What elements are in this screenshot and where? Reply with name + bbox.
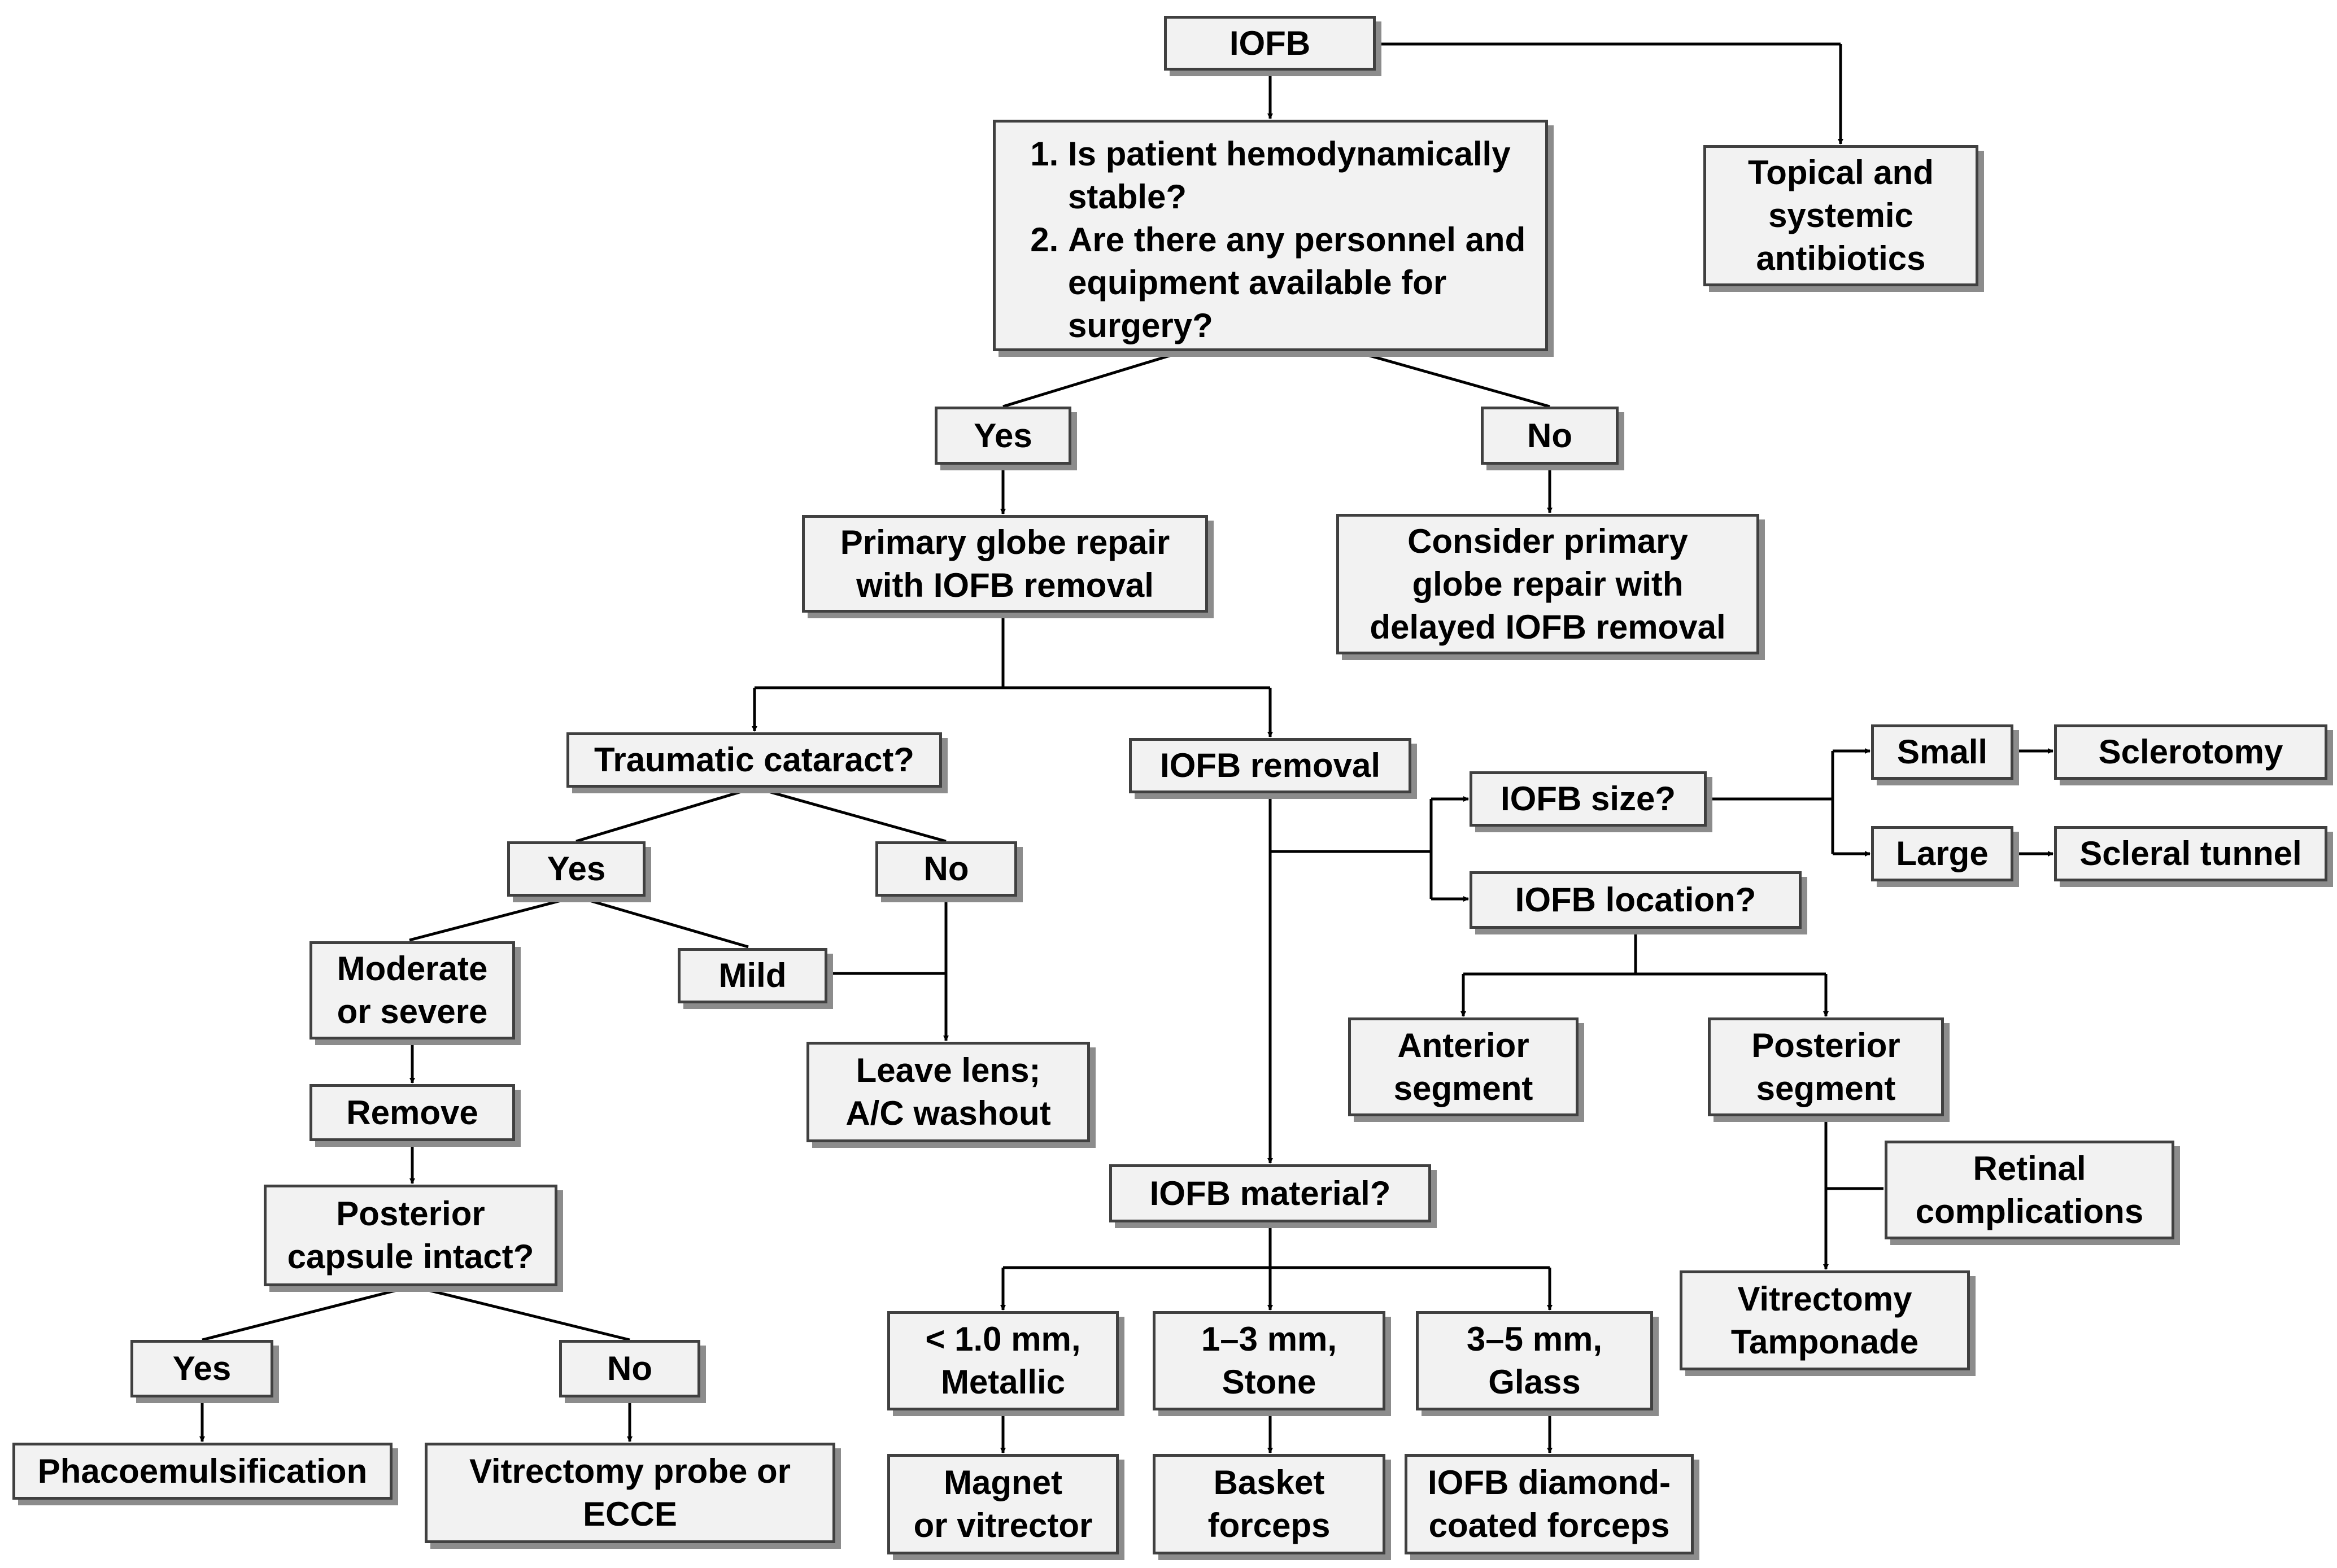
cataract-no-label: No: [923, 850, 969, 888]
moderate-severe-node: Moderate or severe: [309, 941, 515, 1039]
question-stability: Is patient hemodynamically stable?: [1068, 133, 1545, 219]
large-label: Large: [1896, 835, 1989, 872]
traumatic-cataract-node: Traumatic cataract?: [566, 732, 942, 788]
question-personnel: Are there any personnel and equipment av…: [1068, 219, 1545, 347]
diamond-forceps-node: IOFB diamond- coated forceps: [1405, 1454, 1694, 1554]
vitrectomy-tamponade-node: Vitrectomy Tamponade: [1680, 1270, 1970, 1370]
iofb-location-node: IOFB location?: [1470, 871, 1802, 929]
anterior-segment-label: Anterior segment: [1393, 1026, 1533, 1107]
iofb-location-label: IOFB location?: [1515, 881, 1756, 919]
capsule-no-node: No: [559, 1340, 700, 1397]
mild-node: Mild: [678, 948, 827, 1003]
cataract-yes-node: Yes: [507, 841, 646, 897]
delayed-repair-node: Consider primary globe repair with delay…: [1336, 514, 1759, 654]
cataract-yes-label: Yes: [547, 850, 606, 888]
traumatic-cataract-label: Traumatic cataract?: [594, 741, 914, 779]
phaco-node: Phacoemulsification: [12, 1443, 393, 1500]
vitrectomy-tamponade-label: Vitrectomy Tamponade: [1730, 1279, 1919, 1361]
iofb-material-label: IOFB material?: [1149, 1174, 1391, 1212]
stone-label: 1–3 mm, Stone: [1201, 1320, 1337, 1401]
primary-repair-node: Primary globe repair with IOFB removal: [802, 515, 1208, 613]
leave-lens-label: Leave lens; A/C washout: [845, 1051, 1051, 1132]
remove-label: Remove: [346, 1093, 478, 1132]
cataract-no-node: No: [875, 841, 1017, 897]
moderate-severe-label: Moderate or severe: [337, 950, 488, 1030]
metallic-label: < 1.0 mm, Metallic: [925, 1320, 1081, 1401]
capsule-intact-label: Posterior capsule intact?: [287, 1195, 534, 1276]
edges-bottom: [1000, 1222, 1553, 1453]
magnet-label: Magnet or vitrector: [913, 1464, 1093, 1544]
stable-no-node: No: [1481, 407, 1619, 465]
delayed-repair-label: Consider primary globe repair with delay…: [1370, 522, 1726, 646]
magnet-node: Magnet or vitrector: [887, 1454, 1119, 1554]
glass-node: 3–5 mm, Glass: [1416, 1311, 1653, 1410]
iofb-removal-node: IOFB removal: [1129, 738, 1411, 793]
primary-repair-label: Primary globe repair with IOFB removal: [840, 523, 1170, 604]
capsule-yes-node: Yes: [130, 1340, 273, 1397]
stable-yes-label: Yes: [974, 416, 1032, 455]
basket-node: Basket forceps: [1153, 1454, 1385, 1554]
retinal-complications-node: Retinal complications: [1885, 1141, 2174, 1239]
vitrectomy-probe-label: Vitrectomy probe or ECCE: [469, 1452, 791, 1533]
iofb-node: IOFB: [1164, 16, 1376, 71]
edges-right: [1267, 748, 2053, 1270]
glass-label: 3–5 mm, Glass: [1466, 1320, 1603, 1401]
sclerotomy-node: Sclerotomy: [2054, 724, 2327, 780]
stable-yes-node: Yes: [935, 407, 1071, 465]
antibiotics-label: Topical and systemic antibiotics: [1748, 154, 1934, 277]
capsule-intact-node: Posterior capsule intact?: [264, 1185, 557, 1286]
screening-questions-node: Is patient hemodynamically stable? Are t…: [993, 120, 1548, 351]
iofb-size-node: IOFB size?: [1470, 771, 1707, 827]
mild-label: Mild: [718, 956, 787, 994]
posterior-segment-node: Posterior segment: [1708, 1017, 1944, 1116]
capsule-no-label: No: [607, 1349, 652, 1387]
stable-no-label: No: [1527, 416, 1572, 455]
stone-node: 1–3 mm, Stone: [1153, 1311, 1385, 1410]
metallic-node: < 1.0 mm, Metallic: [887, 1311, 1119, 1410]
small-node: Small: [1871, 724, 2013, 780]
remove-node: Remove: [309, 1084, 515, 1141]
scleral-tunnel-node: Scleral tunnel: [2054, 826, 2327, 881]
vitrectomy-probe-node: Vitrectomy probe or ECCE: [425, 1443, 835, 1543]
large-node: Large: [1871, 826, 2013, 881]
basket-label: Basket forceps: [1207, 1464, 1331, 1544]
iofb-size-label: IOFB size?: [1500, 780, 1676, 818]
leave-lens-node: Leave lens; A/C washout: [806, 1042, 1090, 1142]
sclerotomy-label: Sclerotomy: [2098, 733, 2283, 771]
posterior-segment-label: Posterior segment: [1751, 1026, 1900, 1107]
small-label: Small: [1896, 733, 1988, 771]
iofb-material-node: IOFB material?: [1109, 1164, 1431, 1222]
iofb-node-label: IOFB: [1229, 24, 1311, 62]
screening-questions-list: Is patient hemodynamically stable? Are t…: [1007, 133, 1545, 347]
capsule-yes-label: Yes: [172, 1349, 232, 1387]
scleral-tunnel-label: Scleral tunnel: [2079, 835, 2302, 872]
retinal-complications-label: Retinal complications: [1915, 1149, 2144, 1230]
iofb-removal-label: IOFB removal: [1159, 746, 1381, 784]
diamond-forceps-label: IOFB diamond- coated forceps: [1428, 1464, 1671, 1544]
phaco-label: Phacoemulsification: [37, 1452, 368, 1490]
antibiotics-node: Topical and systemic antibiotics: [1703, 145, 1978, 286]
edges-left: [199, 613, 1273, 1442]
edges-top: [1000, 42, 1843, 514]
anterior-segment-node: Anterior segment: [1348, 1017, 1579, 1116]
